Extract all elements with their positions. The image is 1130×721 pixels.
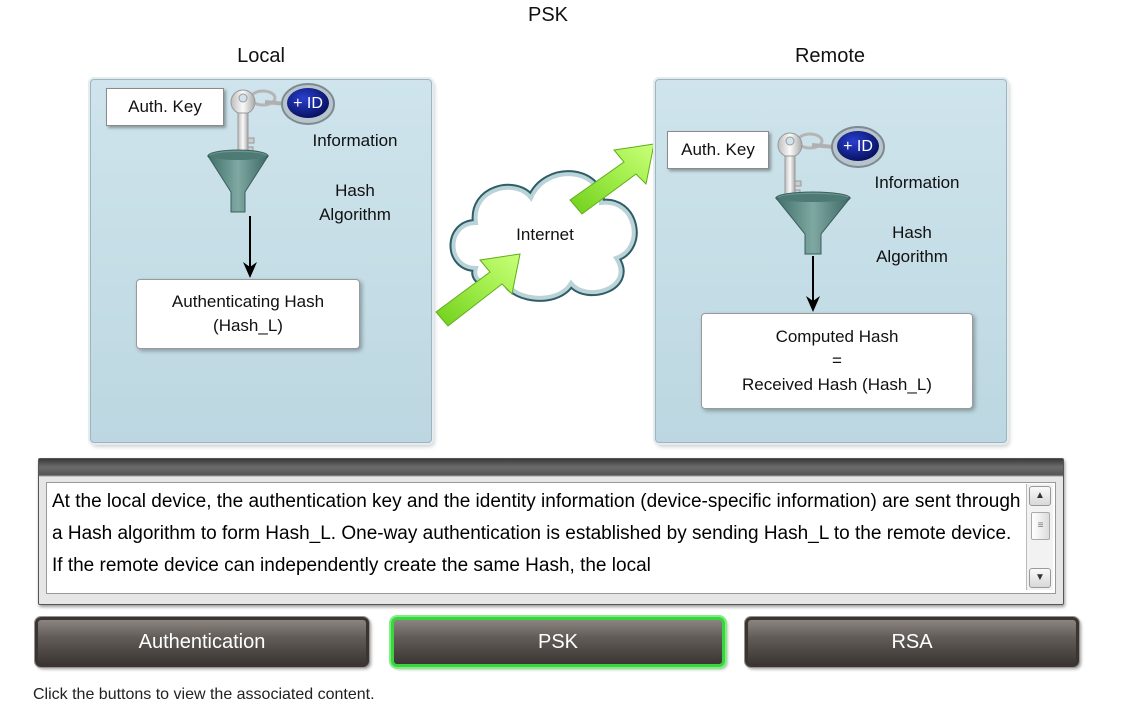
scroll-thumb[interactable]: ≡	[1031, 512, 1050, 540]
internet-label: Internet	[516, 225, 574, 244]
remote-result-line2: =	[832, 351, 842, 370]
key-icon	[777, 132, 835, 203]
funnel-icon	[207, 149, 269, 213]
funnel-icon	[774, 191, 852, 255]
id-badge-label: + ID	[843, 138, 873, 155]
remote-hash-label-1: Hash	[892, 223, 932, 242]
local-heading: Local	[237, 45, 285, 67]
local-hash-label-2: Algorithm	[319, 205, 391, 224]
local-result-line1: Authenticating Hash	[171, 292, 325, 311]
local-information-label: Information	[312, 131, 398, 150]
description-area[interactable]	[46, 482, 1056, 594]
tab-rsa[interactable]: RSA	[745, 617, 1079, 667]
page-title: PSK	[527, 4, 569, 26]
local-panel	[90, 79, 432, 443]
local-hash-label-1: Hash	[335, 181, 375, 200]
remote-result-line1: Computed Hash	[775, 327, 899, 346]
remote-heading: Remote	[794, 45, 866, 67]
description-text: At the local device, the authentication …	[52, 491, 1021, 576]
remote-result-line3: Received Hash (Hash_L)	[742, 375, 932, 394]
remote-information-label: Information	[874, 173, 960, 192]
local-auth-key-box: Auth. Key	[106, 88, 224, 126]
id-badge-label: + ID	[293, 95, 323, 112]
instructions-text: Click the buttons to view the associated…	[33, 686, 375, 703]
description-scrollbar[interactable]: ▲ ≡ ▼	[1026, 484, 1053, 590]
down-arrow-icon	[806, 256, 820, 312]
id-badge-icon	[281, 83, 335, 125]
key-icon	[230, 89, 288, 160]
tab-authentication[interactable]: Authentication	[35, 617, 369, 667]
id-badge-icon	[831, 126, 885, 168]
remote-auth-key-box: Auth. Key	[667, 131, 769, 169]
green-arrow-icon	[435, 253, 521, 327]
tab-psk[interactable]: PSK	[391, 617, 725, 667]
scroll-up-icon[interactable]: ▲	[1029, 486, 1051, 506]
remote-result-box: Computed Hash = Received Hash (Hash_L)	[701, 313, 973, 409]
local-result-line2: (Hash_L)	[213, 316, 283, 335]
local-result-box: Authenticating Hash (Hash_L)	[136, 279, 360, 349]
scroll-down-icon[interactable]: ▼	[1029, 568, 1051, 588]
remote-hash-label-2: Algorithm	[876, 247, 948, 266]
green-arrow-icon	[569, 143, 655, 215]
down-arrow-icon	[243, 216, 257, 278]
